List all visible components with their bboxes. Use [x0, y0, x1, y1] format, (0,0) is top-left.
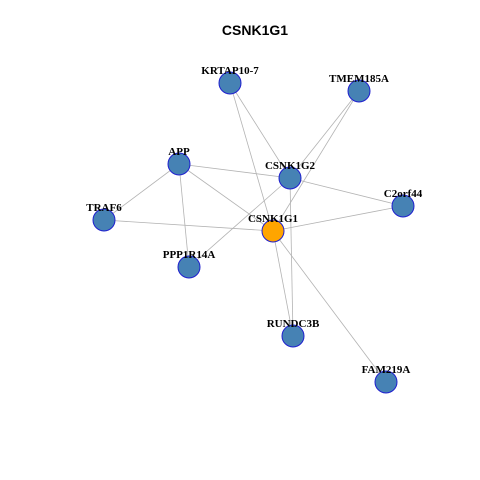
edge-app-csnk1g1 [178, 163, 274, 232]
node-csnk1g2: CSNK1G2 [265, 160, 316, 190]
edge-tmem185a-csnk1g2 [289, 90, 360, 179]
node-label: CSNK1G1 [248, 213, 298, 225]
node-circle [92, 208, 116, 232]
graph-title: CSNK1G1 [222, 22, 288, 38]
node-rundc3b: RUNDC3B [267, 318, 320, 348]
node-fam219a: FAM219A [362, 364, 411, 394]
node-label: KRTAP10-7 [201, 65, 259, 77]
edge-krtap10-7-csnk1g1 [229, 82, 274, 232]
node-circle [374, 370, 398, 394]
node-app: APP [167, 146, 191, 176]
node-circle [347, 79, 371, 103]
node-label: TRAF6 [86, 202, 122, 214]
edge-tmem185a-csnk1g1 [272, 90, 360, 232]
edge-traf6-csnk1g1 [103, 219, 274, 232]
node-label: APP [168, 146, 190, 158]
edge-krtap10-7-csnk1g2 [229, 82, 291, 179]
node-ppp1r14a: PPP1R14A [163, 249, 216, 279]
edge-csnk1g1-rundc3b [272, 230, 294, 337]
node-circle [281, 324, 305, 348]
node-circle [167, 152, 191, 176]
node-label: TMEM185A [329, 73, 389, 85]
node-label: CSNK1G2 [265, 160, 316, 172]
edges-layer [103, 82, 404, 383]
edge-app-traf6 [103, 163, 180, 221]
edge-csnk1g2-c2orf44 [289, 177, 404, 207]
node-label: PPP1R14A [163, 249, 216, 261]
node-circle [391, 194, 415, 218]
node-csnk1g1: CSNK1G1 [248, 213, 298, 243]
edge-app-csnk1g2 [178, 163, 291, 179]
node-c2orf44: C2orf44 [384, 188, 423, 218]
node-tmem185a: TMEM185A [329, 73, 389, 103]
node-label: FAM219A [362, 364, 411, 376]
node-label: RUNDC3B [267, 318, 320, 330]
node-traf6: TRAF6 [86, 202, 122, 232]
edge-csnk1g1-fam219a [272, 230, 387, 383]
node-circle [261, 219, 285, 243]
node-krtap10-7: KRTAP10-7 [201, 65, 259, 95]
node-label: C2orf44 [384, 188, 423, 200]
edge-csnk1g2-rundc3b [289, 177, 294, 337]
edge-csnk1g1-c2orf44 [272, 205, 404, 232]
node-circle [278, 166, 302, 190]
node-circle [218, 71, 242, 95]
edge-csnk1g2-ppp1r14a [188, 177, 291, 268]
node-circle [177, 255, 201, 279]
edge-app-ppp1r14a [178, 163, 190, 268]
